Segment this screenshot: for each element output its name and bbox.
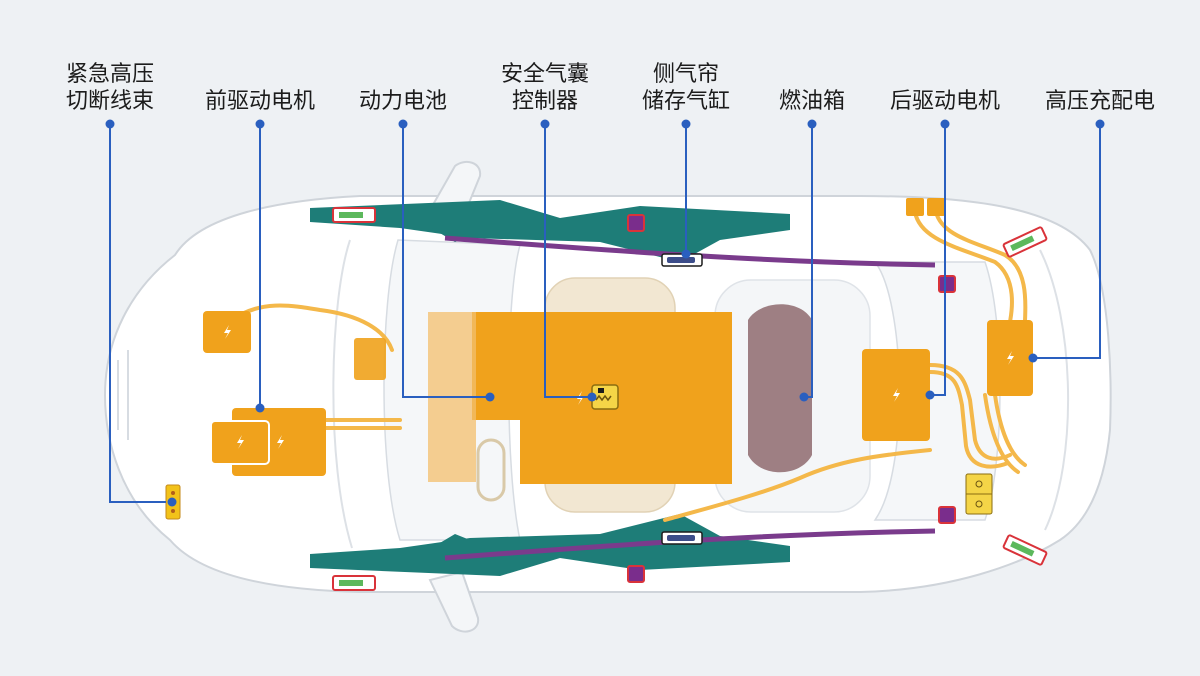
callout-dot-top — [540, 119, 550, 129]
rear-motor-unit — [862, 349, 930, 441]
sensor-icon — [1002, 226, 1048, 258]
callout-dot-top — [1095, 119, 1105, 129]
frame-pillar-top — [428, 212, 470, 242]
frame — [310, 200, 790, 576]
label-curtain-cylinder: 侧气帘 储存气缸 — [642, 61, 730, 115]
frame-rail-top — [310, 200, 790, 262]
front-inverter — [354, 338, 386, 380]
front-grille — [117, 350, 129, 440]
label-line: 前驱动电机 — [204, 89, 316, 114]
callout-dot-top — [940, 119, 950, 129]
sensor-icon — [332, 575, 376, 591]
label-rear-motor: 后驱动电机 — [890, 88, 1000, 115]
front-motor-unit — [210, 408, 326, 476]
sensors — [332, 207, 1048, 591]
hv-wire-rear-1 — [928, 363, 1012, 461]
gas-cylinder-icon — [661, 531, 703, 545]
callout-line-hv-cutoff — [109, 124, 166, 503]
sensor-square — [627, 214, 645, 232]
trunk-line — [1039, 249, 1070, 531]
label-line: 控制器 — [511, 89, 579, 114]
callout-line-battery — [402, 124, 490, 398]
sensor-square — [627, 565, 645, 583]
label-hv-distribution: 高压充配电 — [1045, 88, 1155, 115]
label-hv-cutoff: 紧急高压 切断线束 — [66, 61, 154, 115]
hv-distribution-box — [987, 320, 1033, 396]
label-line: 紧急高压 — [65, 62, 155, 87]
label-line: 侧气帘 — [652, 62, 720, 87]
callout-dot-top — [398, 119, 408, 129]
hv-modules — [203, 198, 1033, 476]
callout-dot-end — [587, 392, 597, 402]
sensor-square — [938, 506, 956, 524]
label-line: 安全气囊 — [500, 62, 590, 87]
frame-pillar-bottom — [428, 534, 470, 564]
hv-wire-rear-4 — [934, 210, 1028, 324]
label-line: 后驱动电机 — [889, 89, 1001, 114]
callout-dot-end — [681, 249, 691, 259]
relay-block — [965, 473, 993, 515]
callout-dot-top — [807, 119, 817, 129]
hood-line — [332, 239, 353, 549]
callout-line-rear-motor — [930, 124, 946, 396]
mirror-bottom — [428, 570, 480, 633]
label-line: 储存气缸 — [641, 89, 731, 114]
label-line: 燃油箱 — [778, 89, 846, 114]
rear-fuse-1 — [906, 198, 924, 216]
hv-wire-side — [663, 448, 932, 522]
hv-wire-rear-3 — [913, 210, 1014, 324]
sensor-icon — [1002, 534, 1048, 566]
hv-wire-front-1 — [230, 303, 394, 352]
callout-dot-end — [485, 392, 495, 402]
label-line: 切断线束 — [65, 89, 155, 114]
label-fuel-tank: 燃油箱 — [779, 88, 845, 115]
label-line: 动力电池 — [358, 89, 448, 114]
hv-wiring — [230, 210, 1028, 522]
callout-line-hv-distribution — [1033, 124, 1101, 359]
fuel-tank-shape — [748, 304, 812, 473]
front-junction-box — [203, 311, 251, 353]
callout-dot-end — [1028, 353, 1038, 363]
label-battery: 动力电池 — [359, 88, 447, 115]
label-airbag-controller: 安全气囊 控制器 — [501, 61, 589, 115]
callout-dot-end — [255, 403, 265, 413]
gas-cylinder-icon — [661, 253, 703, 267]
callout-dots — [105, 119, 1105, 507]
callout-dot-end — [925, 390, 935, 400]
callout-lines — [109, 124, 1101, 503]
sensor-icon — [332, 207, 376, 223]
callout-dot-top — [105, 119, 115, 129]
hv-wire-rear-6 — [993, 393, 1027, 467]
rear-fuse-2 — [927, 198, 945, 216]
label-line: 高压充配电 — [1044, 89, 1156, 114]
callout-dot-top — [681, 119, 691, 129]
hv-wire-rear-5 — [983, 393, 1020, 474]
callout-dot-end — [167, 497, 177, 507]
callout-dot-end — [799, 392, 809, 402]
frame-rail-bottom — [310, 514, 790, 576]
steering-wheel — [476, 438, 506, 502]
hv-wire-rear-2 — [928, 370, 1010, 469]
callout-line-airbag-controller — [544, 124, 592, 398]
label-front-motor: 前驱动电机 — [205, 88, 315, 115]
sensor-square — [938, 275, 956, 293]
callout-dot-top — [255, 119, 265, 129]
